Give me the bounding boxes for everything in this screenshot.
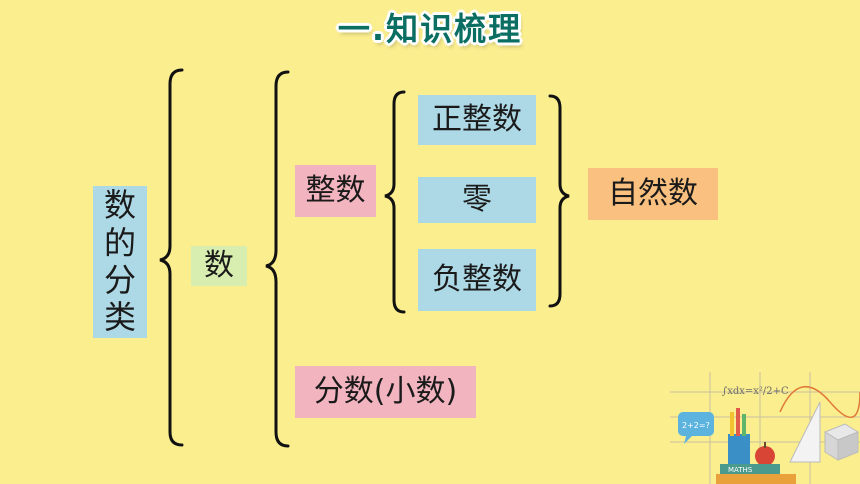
brace-number <box>265 70 290 448</box>
integer-node: 整数 <box>295 165 376 217</box>
curve-icon <box>779 385 860 419</box>
triangle-ruler-icon <box>789 401 821 463</box>
negative-integer-node: 负整数 <box>418 249 536 311</box>
formula-text: ∫xdx=x²/2+C <box>722 386 789 397</box>
number-node: 数 <box>191 246 247 286</box>
root-char-1: 数 <box>103 186 136 225</box>
math-illustration: ∫xdx=x²/2+C 2+2=? MATHS <box>670 372 860 484</box>
root-char-4: 类 <box>103 298 136 337</box>
brace-natural <box>548 94 570 308</box>
speech-bubble-icon <box>678 412 714 436</box>
brace-root <box>159 68 184 447</box>
zero-node: 零 <box>418 177 536 223</box>
natural-number-node: 自然数 <box>588 168 718 220</box>
root-char-2: 的 <box>103 223 136 262</box>
svg-text:MATHS: MATHS <box>728 466 753 474</box>
pencil-cup-icon <box>728 434 750 464</box>
page-title: 一.知识梳理 <box>337 10 523 48</box>
apple-icon <box>755 446 775 466</box>
brace-integer <box>384 90 406 314</box>
root-node: 数 的 分 类 <box>93 186 147 338</box>
book-icon <box>720 464 780 474</box>
root-char-3: 分 <box>103 261 136 299</box>
fraction-node: 分数(小数) <box>295 366 476 418</box>
positive-integer-node: 正整数 <box>418 95 536 145</box>
bubble-text: 2+2=? <box>682 421 710 430</box>
